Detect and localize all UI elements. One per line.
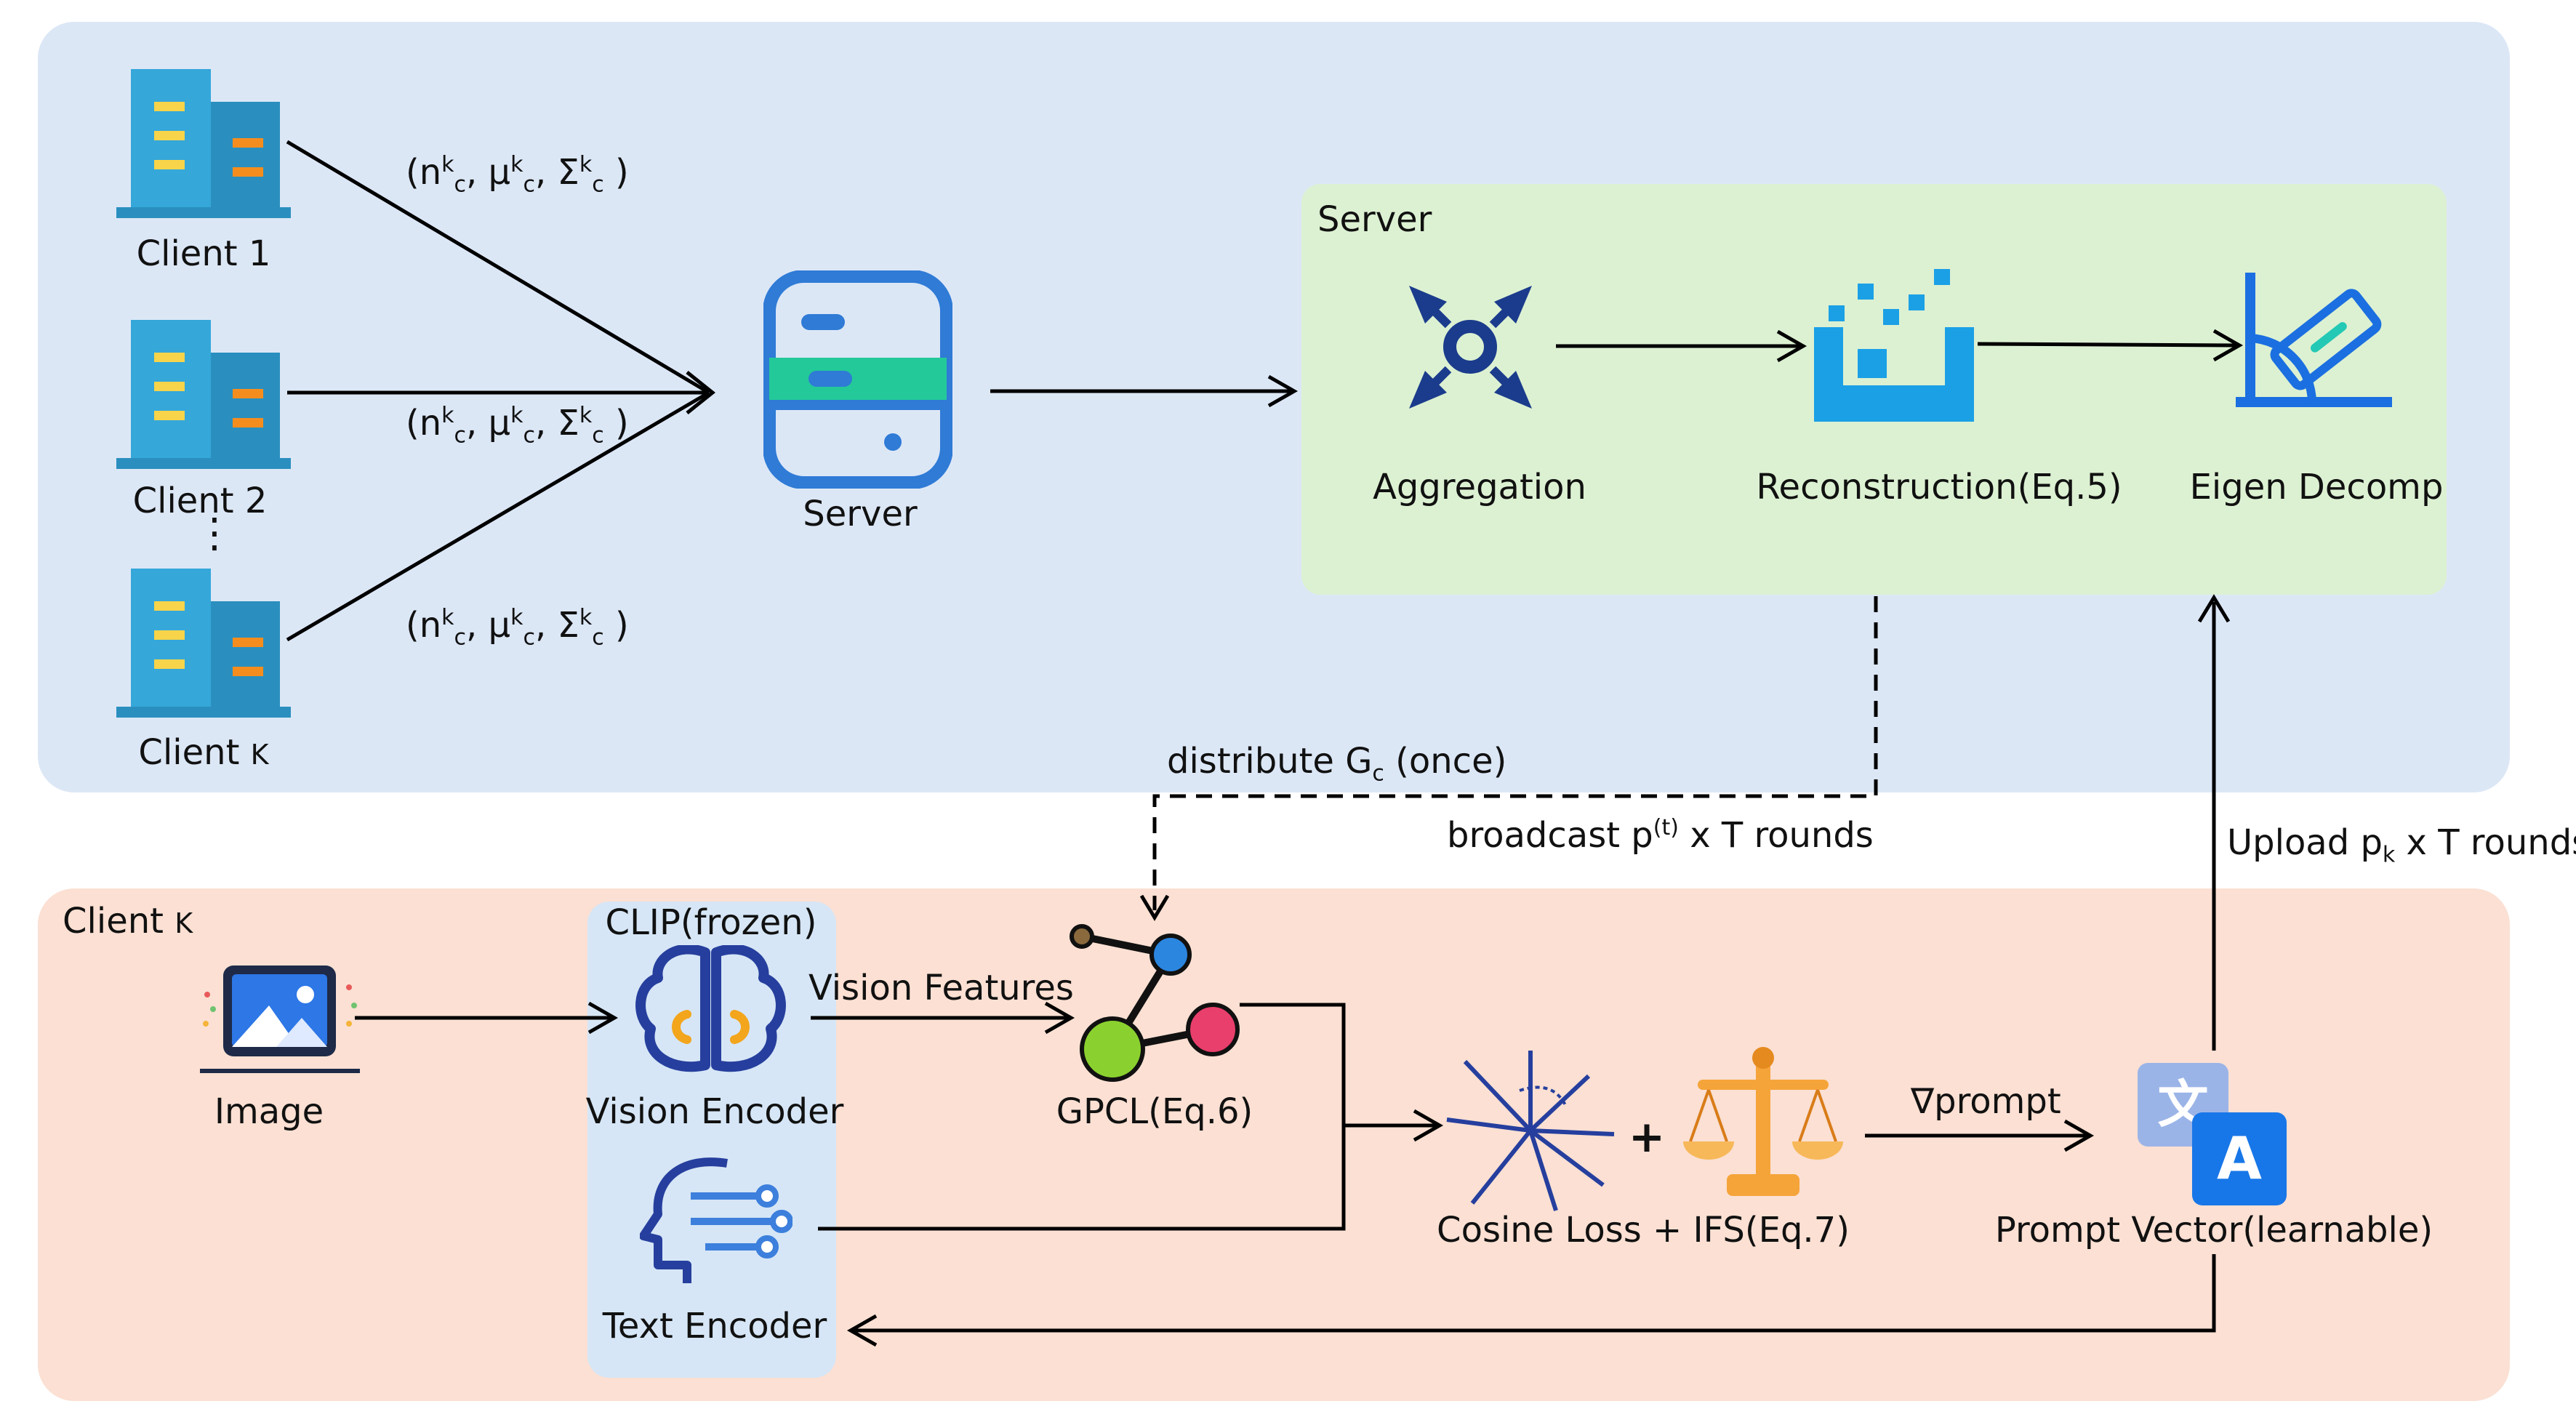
client-2-building-icon [116, 320, 291, 469]
prompt-translate-icon: 文 A [2138, 1063, 2290, 1216]
cosine-loss-icon [1446, 1051, 1615, 1211]
arrow-clientk-server [286, 390, 710, 642]
vision-features-label: Vision Features [808, 968, 1074, 1008]
aggregation-icon [1409, 286, 1532, 409]
server-box-title: Server [1317, 199, 1432, 240]
plus-sign: + [1628, 1112, 1666, 1163]
client-2-label: Client 2 [132, 481, 268, 521]
image-label: Image [214, 1091, 324, 1132]
distribute-label: distribute Gc (once) [1167, 741, 1507, 787]
prompt-glyph-a: A [2192, 1112, 2287, 1205]
server-icon [763, 270, 952, 489]
upload-label: Upload pk x T rounds [2227, 822, 2576, 868]
prompt-vector-label: Prompt Vector(learnable) [1994, 1210, 2433, 1251]
stats-message-client-k: (nkc, μkc, Σkc ) [406, 605, 629, 651]
gpcl-label: GPCL(Eq.6) [1056, 1091, 1253, 1132]
client-k-building-icon [116, 569, 291, 718]
image-icon [200, 966, 360, 1073]
eigen-decomp-label: Eigen Decomp [2189, 467, 2444, 507]
client-ellipsis: ⋮ [194, 510, 235, 557]
reconstruction-icon [1814, 269, 1974, 422]
arrow-distribute-dashed [1152, 596, 1878, 910]
clip-title: CLIP(frozen) [605, 902, 817, 943]
reconstruction-label: Reconstruction(Eq.5) [1756, 467, 2122, 507]
eigen-decomp-icon [2236, 273, 2392, 407]
client-1-building-icon [116, 69, 291, 218]
arrow-reconstruction-eigen [1977, 342, 2236, 348]
text-encoder-head-icon [640, 1157, 793, 1283]
gpcl-graph-icon [1070, 924, 1240, 1082]
client-1-label: Client 1 [136, 233, 271, 274]
client-panel-title: Client K [63, 901, 193, 942]
arrow-prompt-textencoder [854, 1254, 2216, 1333]
ifs-balance-icon [1683, 1047, 1843, 1196]
client-k-label: Client K [138, 732, 269, 773]
arrow-client1-server [286, 140, 710, 395]
broadcast-label: broadcast p(t) x T rounds [1447, 815, 1874, 856]
vision-encoder-brain-icon [635, 945, 786, 1072]
vision-encoder-label: Vision Encoder [585, 1091, 844, 1132]
stats-message-client-1: (nkc, μkc, Σkc ) [406, 152, 629, 198]
server-label: Server [803, 494, 918, 534]
grad-prompt-label: ∇prompt [1911, 1081, 2061, 1122]
stats-message-client-2: (nkc, μkc, Σkc ) [406, 403, 629, 449]
client-k-panel [38, 888, 2510, 1401]
text-encoder-label: Text Encoder [602, 1306, 827, 1346]
aggregation-label: Aggregation [1373, 467, 1586, 507]
loss-label: Cosine Loss + IFS(Eq.7) [1437, 1210, 1850, 1251]
arrow-gpcl-loss [818, 1003, 1346, 1231]
